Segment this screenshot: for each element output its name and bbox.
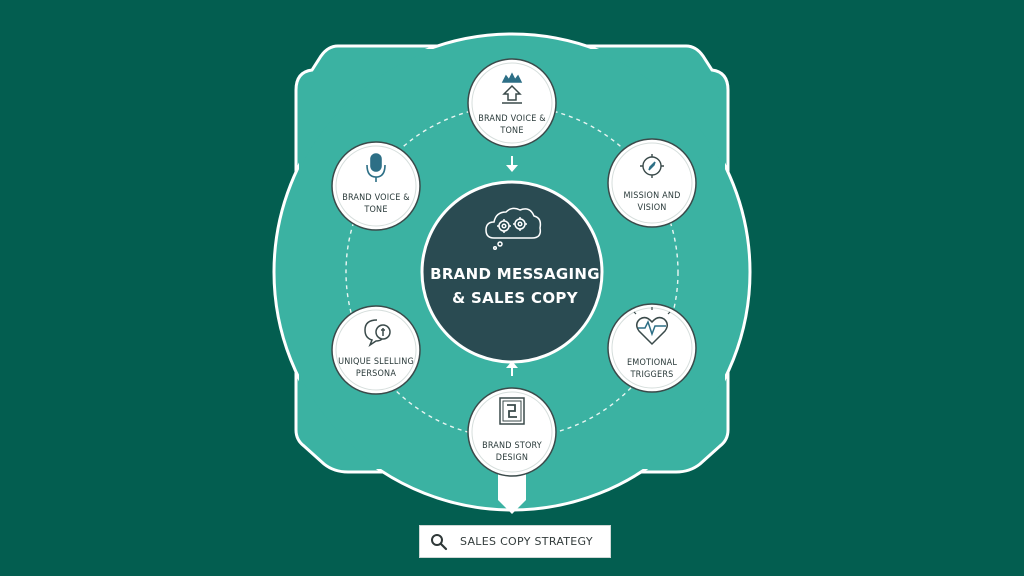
pointer-tab (498, 470, 526, 514)
heart-pulse-icon (633, 307, 671, 346)
arrow-up-icon (506, 361, 518, 376)
search-icon[interactable] (430, 533, 448, 551)
node-label-bottom: BRAND STORY DESIGN (482, 441, 542, 463)
crown-upload-icon (501, 72, 523, 104)
node-label-upper-right: MISSION AND VISION (623, 191, 681, 213)
thought-bubble-gears-icon (485, 207, 542, 251)
speech-bubble-coin-icon (364, 319, 391, 347)
search-text: SALES COPY STRATEGY (460, 535, 593, 548)
microphone-icon (366, 153, 386, 182)
dashed-orbit (345, 105, 679, 439)
hub-circle (420, 180, 604, 364)
node-top (467, 58, 557, 148)
node-label-top: BRAND VOICE & TONE (478, 114, 546, 136)
compass-icon (640, 154, 664, 178)
arrow-down-icon (506, 156, 518, 172)
node-label-upper-left: BRAND VOICE & TONE (342, 193, 410, 215)
node-lower-left (331, 305, 421, 395)
node-bottom (467, 387, 557, 477)
search-bar[interactable]: SALES COPY STRATEGY (419, 525, 611, 558)
node-upper-right (607, 138, 697, 228)
story-frame-icon (499, 397, 525, 425)
node-upper-left (331, 141, 421, 231)
hub-title: BRAND MESSAGING & SALES COPY (430, 265, 600, 307)
node-lower-right (607, 303, 697, 393)
node-label-lower-right: EMOTIONAL TRIGGERS (626, 358, 678, 380)
node-label-lower-left: UNIQUE SLELLING PERSONA (338, 357, 414, 379)
